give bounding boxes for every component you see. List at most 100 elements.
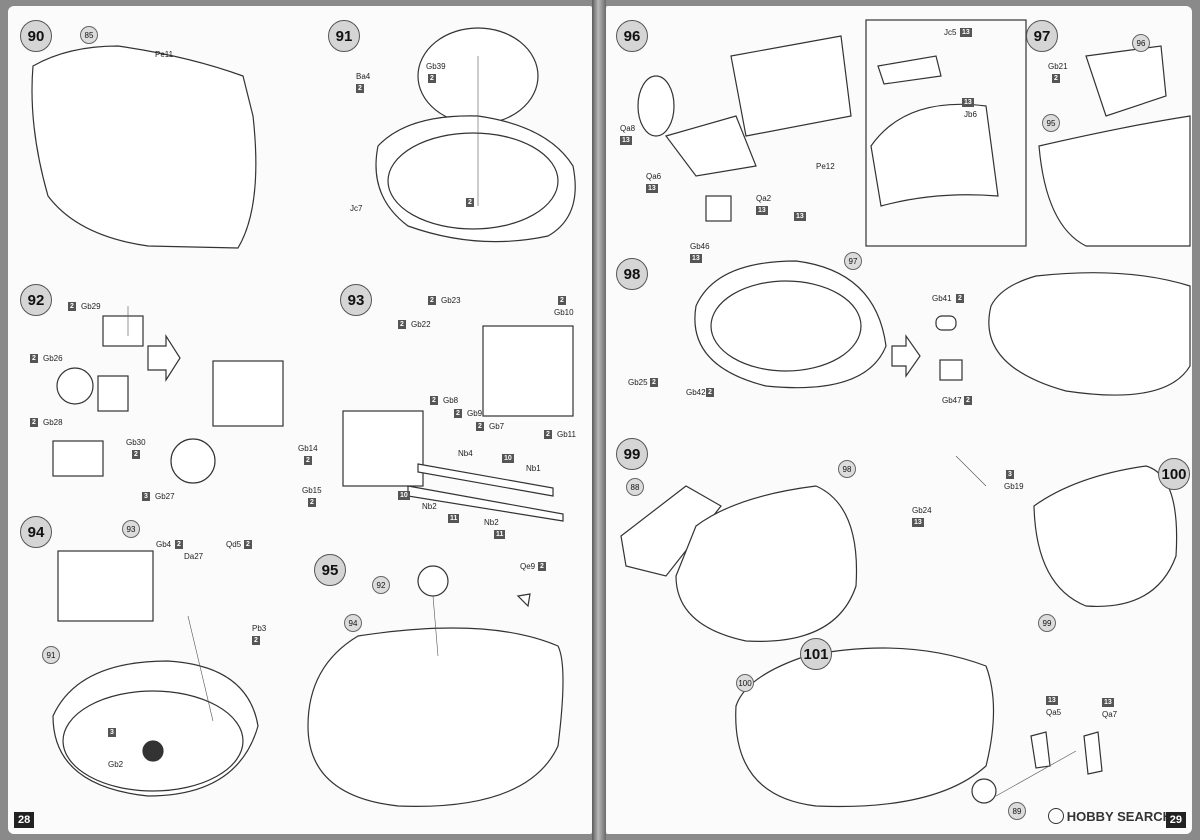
step-92-assembled: [212, 360, 284, 427]
part-label: Nb2: [484, 518, 499, 527]
sprue-label: 2: [430, 396, 438, 405]
leader-line: [187, 615, 214, 722]
sprue-label: 13: [690, 254, 702, 263]
sprue-label: 13: [620, 136, 632, 145]
step-92-number: 92: [20, 284, 52, 316]
step-95-assembly: [307, 627, 564, 807]
right-page-number: 29: [1165, 812, 1186, 828]
part-label: Qa6: [646, 172, 662, 181]
part-label: Qa5: [1046, 708, 1062, 717]
part-label: Gb27: [155, 492, 175, 501]
part-label: Gb39: [426, 62, 446, 71]
step-95-part-92: [417, 565, 449, 597]
sprue-label: 2: [476, 422, 484, 431]
step-100-assembly: [1033, 465, 1178, 608]
sprue-label: 13: [794, 212, 806, 221]
ref-label: 93: [122, 520, 140, 538]
leader-line: [995, 750, 1077, 797]
step-96-part-gb46: [705, 195, 732, 222]
step-96-number: 96: [616, 20, 648, 52]
sprue-label: 2: [308, 498, 316, 507]
step-97-number: 97: [1026, 20, 1058, 52]
ref-label: 94: [344, 614, 362, 632]
step-96-part-jc5: [877, 55, 942, 85]
right-page: 96 Jc5 13 Jb6 13 Qa8 13 Qa6 13 Qa2 13 Pe…: [606, 6, 1192, 834]
part-label: Gb9: [467, 409, 483, 418]
left-page-drawings: [31, 27, 576, 807]
part-label: Gb21: [1048, 62, 1068, 71]
step-101-number: 101: [800, 638, 832, 670]
sprue-label: 2: [650, 378, 658, 387]
sprue-label: 2: [428, 74, 436, 83]
sprue-label: 3: [1006, 470, 1014, 479]
sprue-label: 11: [494, 530, 506, 539]
sprue-label: 3: [108, 728, 116, 737]
sprue-label: 13: [912, 518, 924, 527]
ref-label: 91: [42, 646, 60, 664]
ref-label: 89: [1008, 802, 1026, 820]
step-91-turret-opening: [387, 132, 559, 230]
ref-label: 96: [1132, 34, 1150, 52]
leader-line: [955, 455, 987, 487]
sprue-label: 2: [558, 296, 566, 305]
part-label: Pe11: [155, 50, 174, 59]
step-101-part-qa5: [1030, 731, 1051, 769]
watermark-text: HOBBY SEARCH: [1066, 808, 1172, 824]
sprue-label: 2: [538, 562, 546, 571]
step-91-number: 91: [328, 20, 360, 52]
part-label: Gb22: [411, 320, 431, 329]
leader-line: [432, 595, 439, 657]
step-92-part-gb26: [56, 367, 94, 405]
ref-label: 99: [1038, 614, 1056, 632]
step-99-assembly: [675, 485, 858, 642]
step-93-number: 93: [340, 284, 372, 316]
step-98-part-gb41: [935, 315, 957, 331]
sprue-label: 2: [956, 294, 964, 303]
part-label: Gb30: [126, 438, 146, 447]
part-label: Gb2: [108, 760, 124, 769]
left-page-number: 28: [14, 812, 35, 828]
sprue-label: 3: [142, 492, 150, 501]
sprue-label: 2: [244, 540, 252, 549]
ref-label: 92: [372, 576, 390, 594]
part-label: Qe9: [520, 562, 536, 571]
step-96-part-qa8: [637, 75, 675, 137]
step-101-assembly: [735, 647, 995, 808]
sprue-label: 13: [1046, 696, 1058, 705]
part-label: Qd5: [226, 540, 242, 549]
book-gutter: [592, 0, 606, 840]
watermark: HOBBY SEARCH: [1047, 808, 1172, 824]
sprue-label: 2: [398, 320, 406, 329]
part-label: Gb23: [441, 296, 461, 305]
step-92-part-gb30: [97, 375, 129, 412]
step-90-hull-drawing: [31, 45, 257, 249]
ref-label: 95: [1042, 114, 1060, 132]
step-95-number: 95: [314, 554, 346, 586]
part-label: Pb3: [252, 624, 267, 633]
sprue-label: 2: [544, 430, 552, 439]
part-label: Nb1: [526, 464, 541, 473]
sprue-label: 10: [502, 454, 514, 463]
part-label: Da27: [184, 552, 204, 561]
sprue-label: 13: [1102, 698, 1114, 707]
step-93-rack-assembled: [342, 410, 424, 487]
step-96-part-jb6: [870, 103, 999, 207]
part-label: Gb24: [912, 506, 932, 515]
sprue-label: 2: [356, 84, 364, 93]
step-90-number: 90: [20, 20, 52, 52]
part-label: Gb10: [554, 308, 574, 317]
sprue-label: 13: [960, 28, 972, 37]
sprue-label: 2: [30, 354, 38, 363]
step-92-part-gb27: [170, 438, 216, 484]
part-label: Ba4: [356, 72, 371, 81]
sprue-label: 2: [132, 450, 140, 459]
step-98-right-assembly: [988, 272, 1191, 396]
step-97-part-96: [1085, 45, 1167, 117]
ref-label: 88: [626, 478, 644, 496]
part-label: Qa2: [756, 194, 772, 203]
part-label: Gb28: [43, 418, 63, 427]
sprue-label: 2: [706, 388, 714, 397]
step-93-shell-2: [417, 463, 554, 497]
step-99-number: 99: [616, 438, 648, 470]
